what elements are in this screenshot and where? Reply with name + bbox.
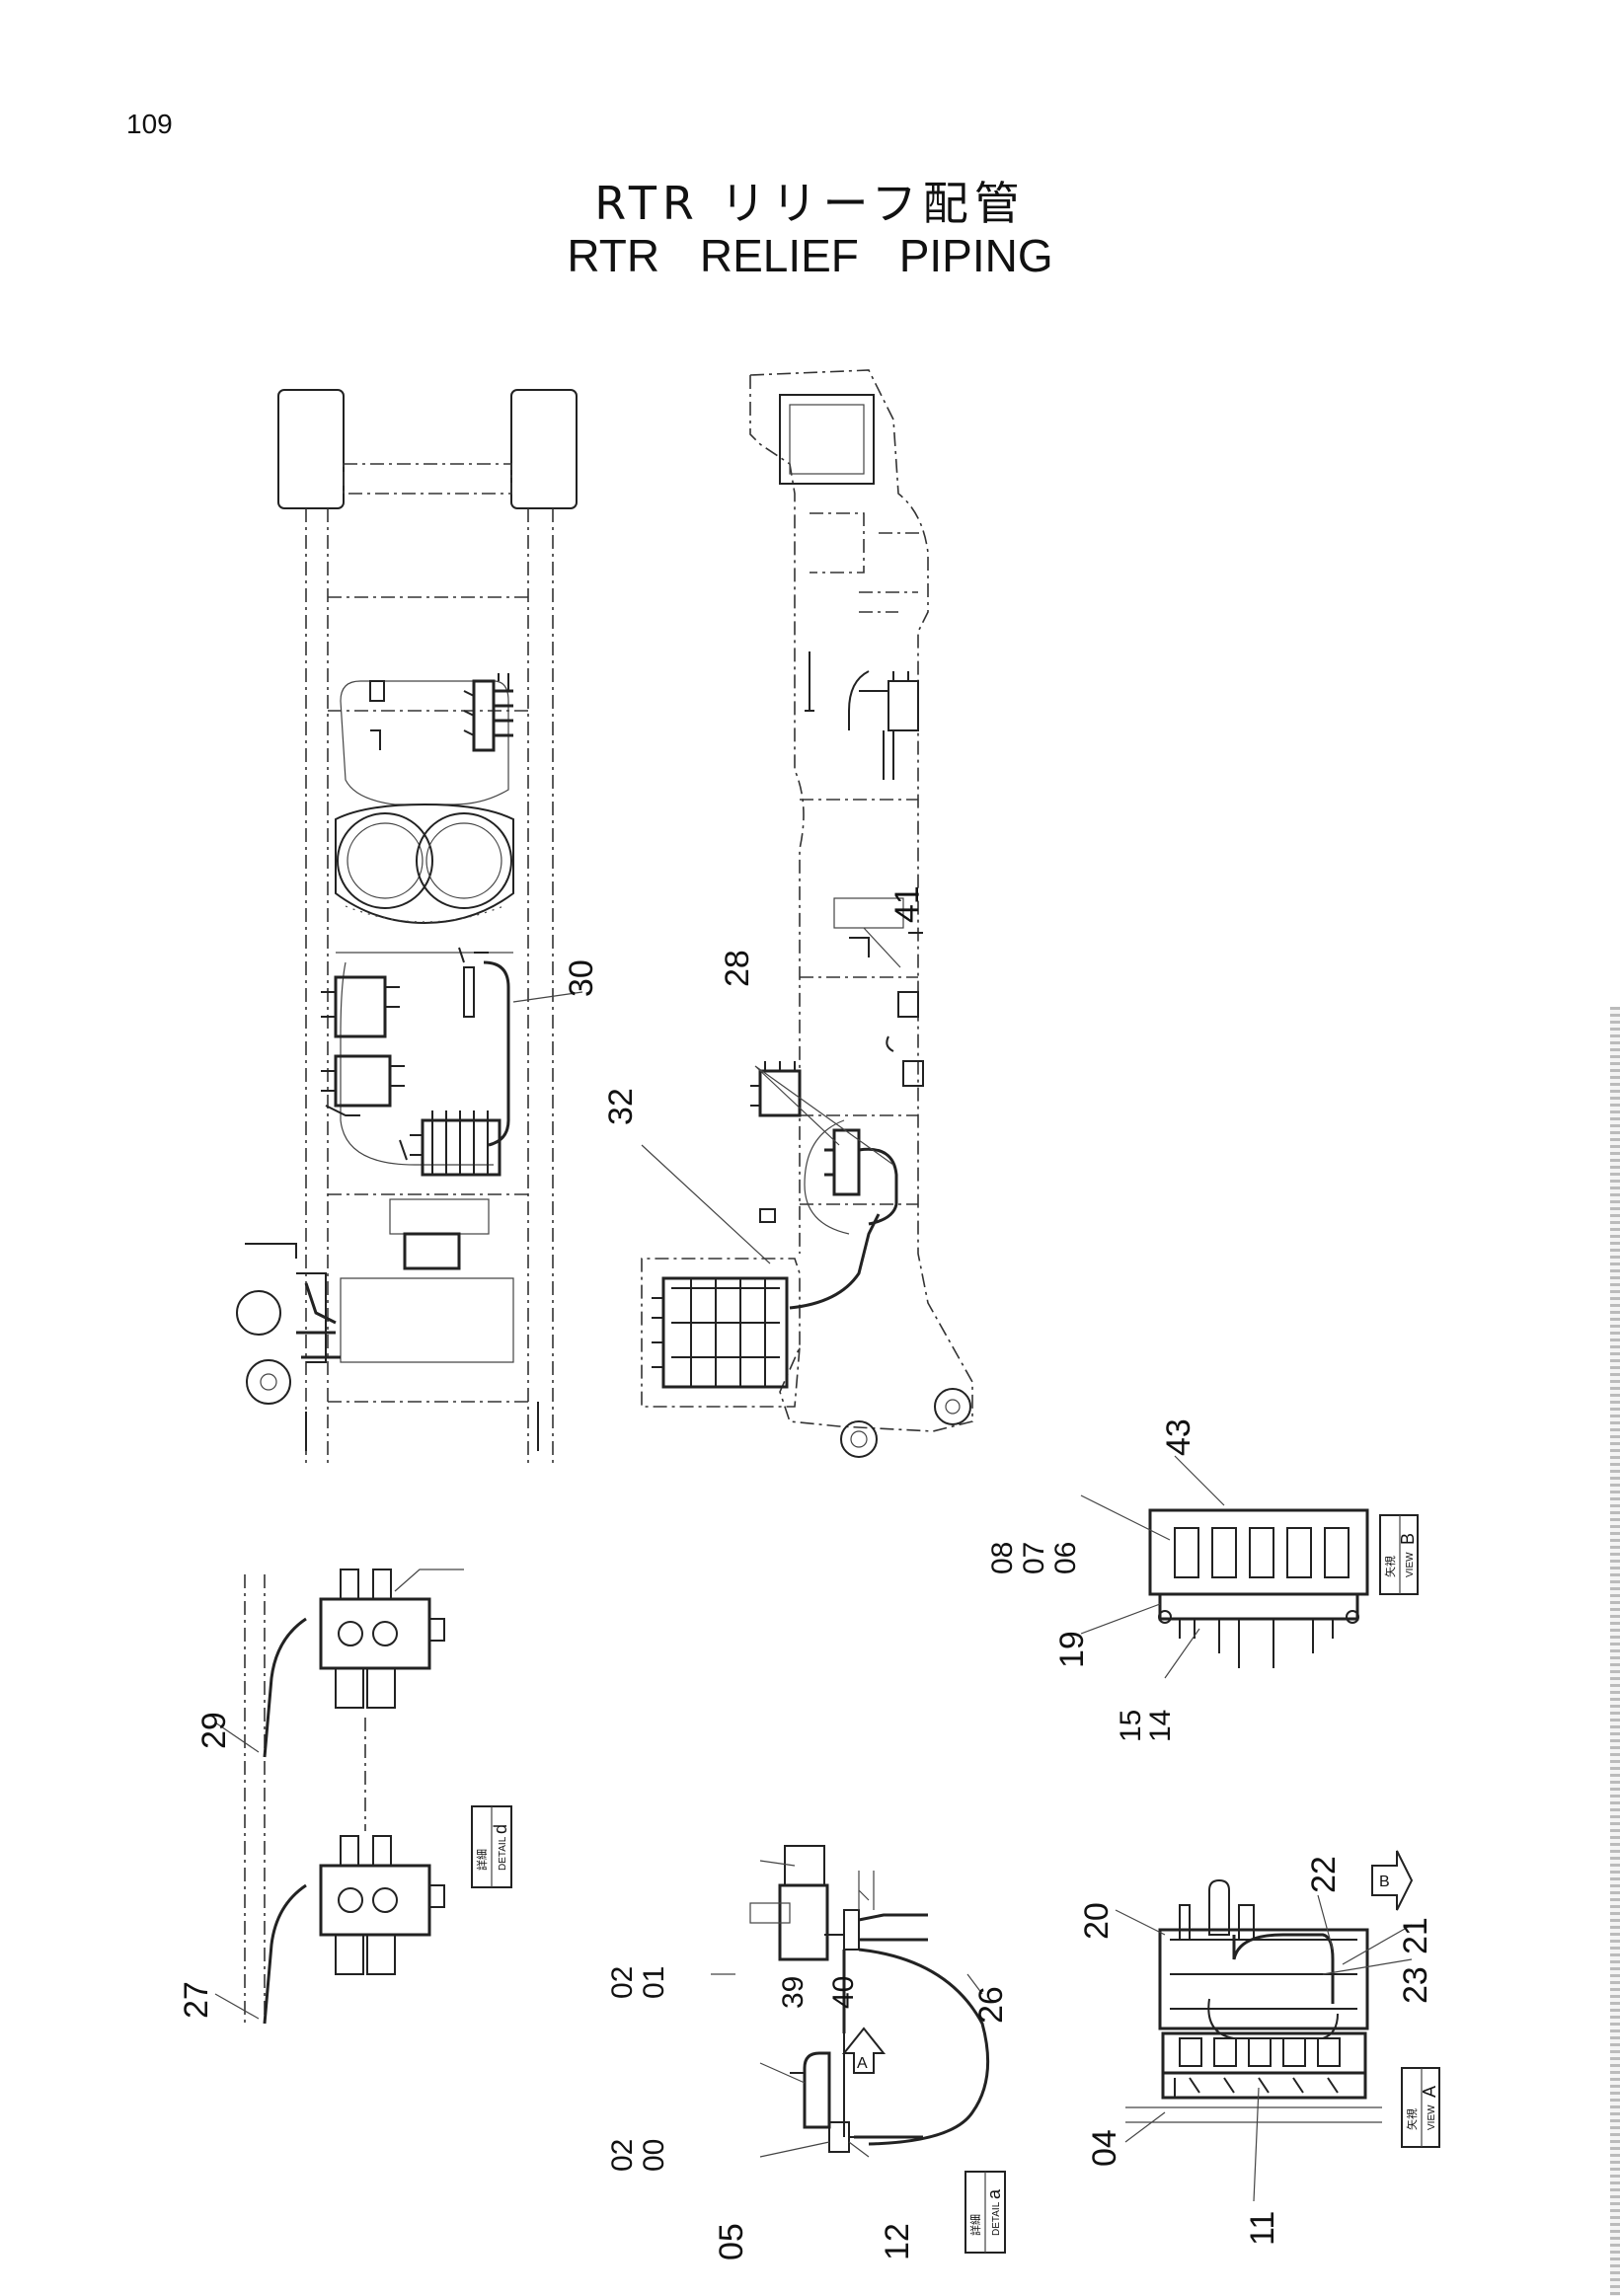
callout-40: 40 — [827, 1976, 860, 2009]
callout-08: 08 — [986, 1542, 1019, 1574]
title-english: RTR RELIEF PIPING — [567, 230, 1053, 281]
callout-23: 23 — [1397, 1966, 1434, 2004]
callout-02-a: 02 — [606, 1966, 639, 1999]
detail-d-view — [214, 1569, 464, 2025]
svg-text:DETAIL: DETAIL — [991, 2201, 1002, 2236]
left-frame-view — [236, 389, 578, 1466]
valve-detail-a-area — [804, 1119, 898, 1235]
callout-02-b: 02 — [606, 2139, 639, 2172]
callout-14: 14 — [1144, 1710, 1177, 1742]
svg-text:d: d — [491, 1824, 510, 1834]
upper-valve-group — [805, 651, 919, 780]
callout-07: 07 — [1018, 1542, 1050, 1574]
callout-27: 27 — [178, 1981, 215, 2019]
page-number: 109 — [126, 109, 173, 139]
callout-22: 22 — [1305, 1856, 1343, 1893]
view-b-valve-bank — [1080, 1455, 1369, 1679]
detail-a-view: A — [711, 1845, 990, 2158]
callout-32: 32 — [602, 1088, 640, 1125]
callout-06: 06 — [1049, 1542, 1082, 1574]
callout-00: 00 — [638, 2139, 670, 2172]
valve-cluster-d — [321, 975, 405, 1116]
valve-d-lower — [263, 1835, 445, 2025]
callout-01: 01 — [638, 1966, 670, 1999]
callout-05: 05 — [713, 2223, 750, 2260]
scan-edge — [1610, 1007, 1620, 2296]
callout-12: 12 — [879, 2223, 916, 2260]
svg-text:B: B — [1379, 1874, 1390, 1890]
callout-39: 39 — [777, 1976, 810, 2009]
callout-15: 15 — [1115, 1710, 1147, 1742]
svg-text:VIEW: VIEW — [1405, 1552, 1416, 1577]
swing-bearings — [335, 803, 514, 925]
callout-21: 21 — [1397, 1917, 1434, 1954]
callout-11: 11 — [1244, 2211, 1281, 2246]
svg-text:詳細: 詳細 — [475, 1849, 489, 1871]
svg-text:DETAIL: DETAIL — [498, 1836, 508, 1871]
callout-04: 04 — [1086, 2129, 1123, 2167]
svg-text:矢視: 矢視 — [1405, 2108, 1419, 2130]
valve-block-28 — [750, 1061, 802, 1117]
view-a-valve-bank: B — [1115, 1850, 1414, 2202]
valve-d-upper — [263, 1569, 464, 1758]
detail-a-label: 詳細 DETAIL a — [964, 2171, 1006, 2254]
svg-text:B: B — [1398, 1533, 1418, 1545]
main-leader-lines — [512, 927, 901, 1264]
arrow-b: B — [1371, 1850, 1414, 1911]
callout-30: 30 — [563, 959, 600, 997]
svg-text:a: a — [984, 2188, 1004, 2199]
arrow-a: A — [841, 2027, 887, 2074]
detail-d-label: 詳細 DETAIL d — [471, 1805, 512, 1888]
title-japanese: RTR リリーフ配管 — [594, 177, 1026, 230]
svg-text:VIEW: VIEW — [1427, 2105, 1437, 2130]
svg-text:矢視: 矢視 — [1383, 1556, 1397, 1577]
svg-text:A: A — [1420, 2086, 1439, 2098]
control-valve-bank — [399, 1110, 501, 1177]
svg-text:A: A — [857, 2055, 868, 2072]
callout-20: 20 — [1078, 1902, 1116, 1940]
lower-valve-bank — [652, 1276, 789, 1389]
view-a-label: 矢視 VIEW A — [1401, 2067, 1440, 2148]
svg-text:詳細: 詳細 — [968, 2214, 982, 2236]
callout-43: 43 — [1160, 1418, 1197, 1456]
pipe-32 — [789, 1213, 881, 1310]
view-b-label: 矢視 VIEW B — [1379, 1514, 1419, 1595]
right-frame-view — [641, 369, 973, 1458]
valve-cluster-top — [463, 673, 513, 752]
callout-29: 29 — [195, 1712, 233, 1749]
callout-41: 41 — [888, 885, 926, 923]
callout-26: 26 — [972, 1986, 1010, 2024]
callout-28: 28 — [719, 950, 756, 987]
callout-19: 19 — [1053, 1631, 1091, 1668]
